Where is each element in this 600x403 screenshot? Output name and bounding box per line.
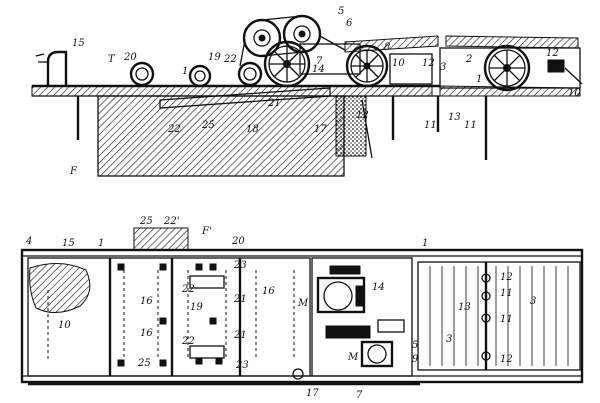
plan-label: 22' xyxy=(163,216,179,227)
plan-label: 11 xyxy=(500,314,513,325)
plan-label: 11 xyxy=(500,288,513,299)
roller-19 xyxy=(188,64,212,88)
grate-section xyxy=(417,261,581,371)
plan-label: 3 xyxy=(446,334,452,345)
plan-view: 4 15 1 25 22' F' 20 1 10 16 22 23 21 16 … xyxy=(20,216,584,401)
plan-label: 19 xyxy=(190,302,203,313)
side-label: 10 xyxy=(392,58,405,69)
plan-label: F' xyxy=(201,226,212,237)
side-label: 25 xyxy=(201,120,215,131)
side-label: 12 xyxy=(546,48,559,59)
side-label: 1 xyxy=(476,74,482,85)
plan-label: 16 xyxy=(262,286,275,297)
plan-label: 25 xyxy=(139,216,153,227)
spoked-wheel-middle xyxy=(345,44,389,88)
side-label: 22 xyxy=(223,54,237,65)
bolt-studs xyxy=(117,263,225,367)
motor-compartment xyxy=(311,257,413,377)
plan-label: 21 xyxy=(233,330,247,341)
side-label: T xyxy=(108,54,116,65)
plan-label: 23 xyxy=(235,360,249,371)
side-label: 2 xyxy=(465,54,472,65)
side-label: 10 xyxy=(568,88,581,99)
motor-m-lower xyxy=(360,340,394,368)
plan-label: 5 xyxy=(412,340,418,351)
plan-label: 22 xyxy=(181,336,195,347)
roller-22 xyxy=(237,61,263,87)
side-label: 12 xyxy=(356,110,369,121)
plan-label: 4 xyxy=(25,236,32,247)
side-label: 19 xyxy=(208,52,221,63)
plan-label: 7 xyxy=(356,390,363,401)
plan-label: 12 xyxy=(500,272,513,283)
plan-label: 17 xyxy=(306,388,319,399)
plan-label: M xyxy=(297,298,309,309)
plan-inlet xyxy=(133,227,189,251)
intake-pipe xyxy=(46,50,68,86)
plan-label: 16 xyxy=(140,296,153,307)
plan-label: 9 xyxy=(412,354,419,365)
roller-20 xyxy=(129,61,155,87)
side-label: 7 xyxy=(316,56,323,67)
side-label: 12 xyxy=(422,58,435,69)
side-label: 15 xyxy=(72,38,85,49)
side-label: 13 xyxy=(448,112,461,123)
side-label: 17 xyxy=(314,124,327,135)
side-label: 20 xyxy=(123,52,137,63)
plan-label: 15 xyxy=(62,238,75,249)
inflow-zone xyxy=(29,263,91,313)
spoked-wheel-left xyxy=(263,40,311,88)
plan-label: 14 xyxy=(372,282,385,293)
side-label: 8 xyxy=(384,42,390,53)
motor-m-upper xyxy=(316,276,366,314)
side-elevation-view: 15 20 19 T 1 22 7 6 5 8 14 10 12 2 3 1 1… xyxy=(31,6,583,177)
side-label: 21 xyxy=(267,98,281,109)
spoked-wheel-right xyxy=(483,44,531,92)
side-label: 5 xyxy=(338,6,344,17)
side-label: 1 xyxy=(182,66,188,77)
side-label: 14 xyxy=(312,64,325,75)
plan-label: 25 xyxy=(137,358,151,369)
plan-label: 21 xyxy=(233,294,247,305)
tank-f xyxy=(97,95,345,177)
plan-label: 23 xyxy=(233,260,247,271)
side-label: F xyxy=(69,166,78,177)
plan-label: 1 xyxy=(422,238,428,249)
plan-label: 10 xyxy=(58,320,71,331)
side-label: 11 xyxy=(424,120,437,131)
conveyor-belt-upper xyxy=(344,35,439,53)
plan-label: M xyxy=(347,352,359,363)
plan-label: 22 xyxy=(181,284,195,295)
discharge-chute xyxy=(335,95,367,157)
plan-outer-frame xyxy=(20,248,584,384)
plan-label: 13 xyxy=(458,302,471,313)
plan-label: 3 xyxy=(530,296,536,307)
side-label: 18 xyxy=(246,124,259,135)
side-label: 6 xyxy=(346,18,353,29)
side-label: 11 xyxy=(464,120,477,131)
tank-compartments xyxy=(27,257,311,377)
side-label: 22 xyxy=(167,124,181,135)
plan-label: 12 xyxy=(500,354,513,365)
plan-label: 1 xyxy=(98,238,104,249)
plan-label: 20 xyxy=(231,236,245,247)
plan-label: 16 xyxy=(140,328,153,339)
grate-bars xyxy=(429,266,569,366)
side-label: 3 xyxy=(440,62,446,73)
